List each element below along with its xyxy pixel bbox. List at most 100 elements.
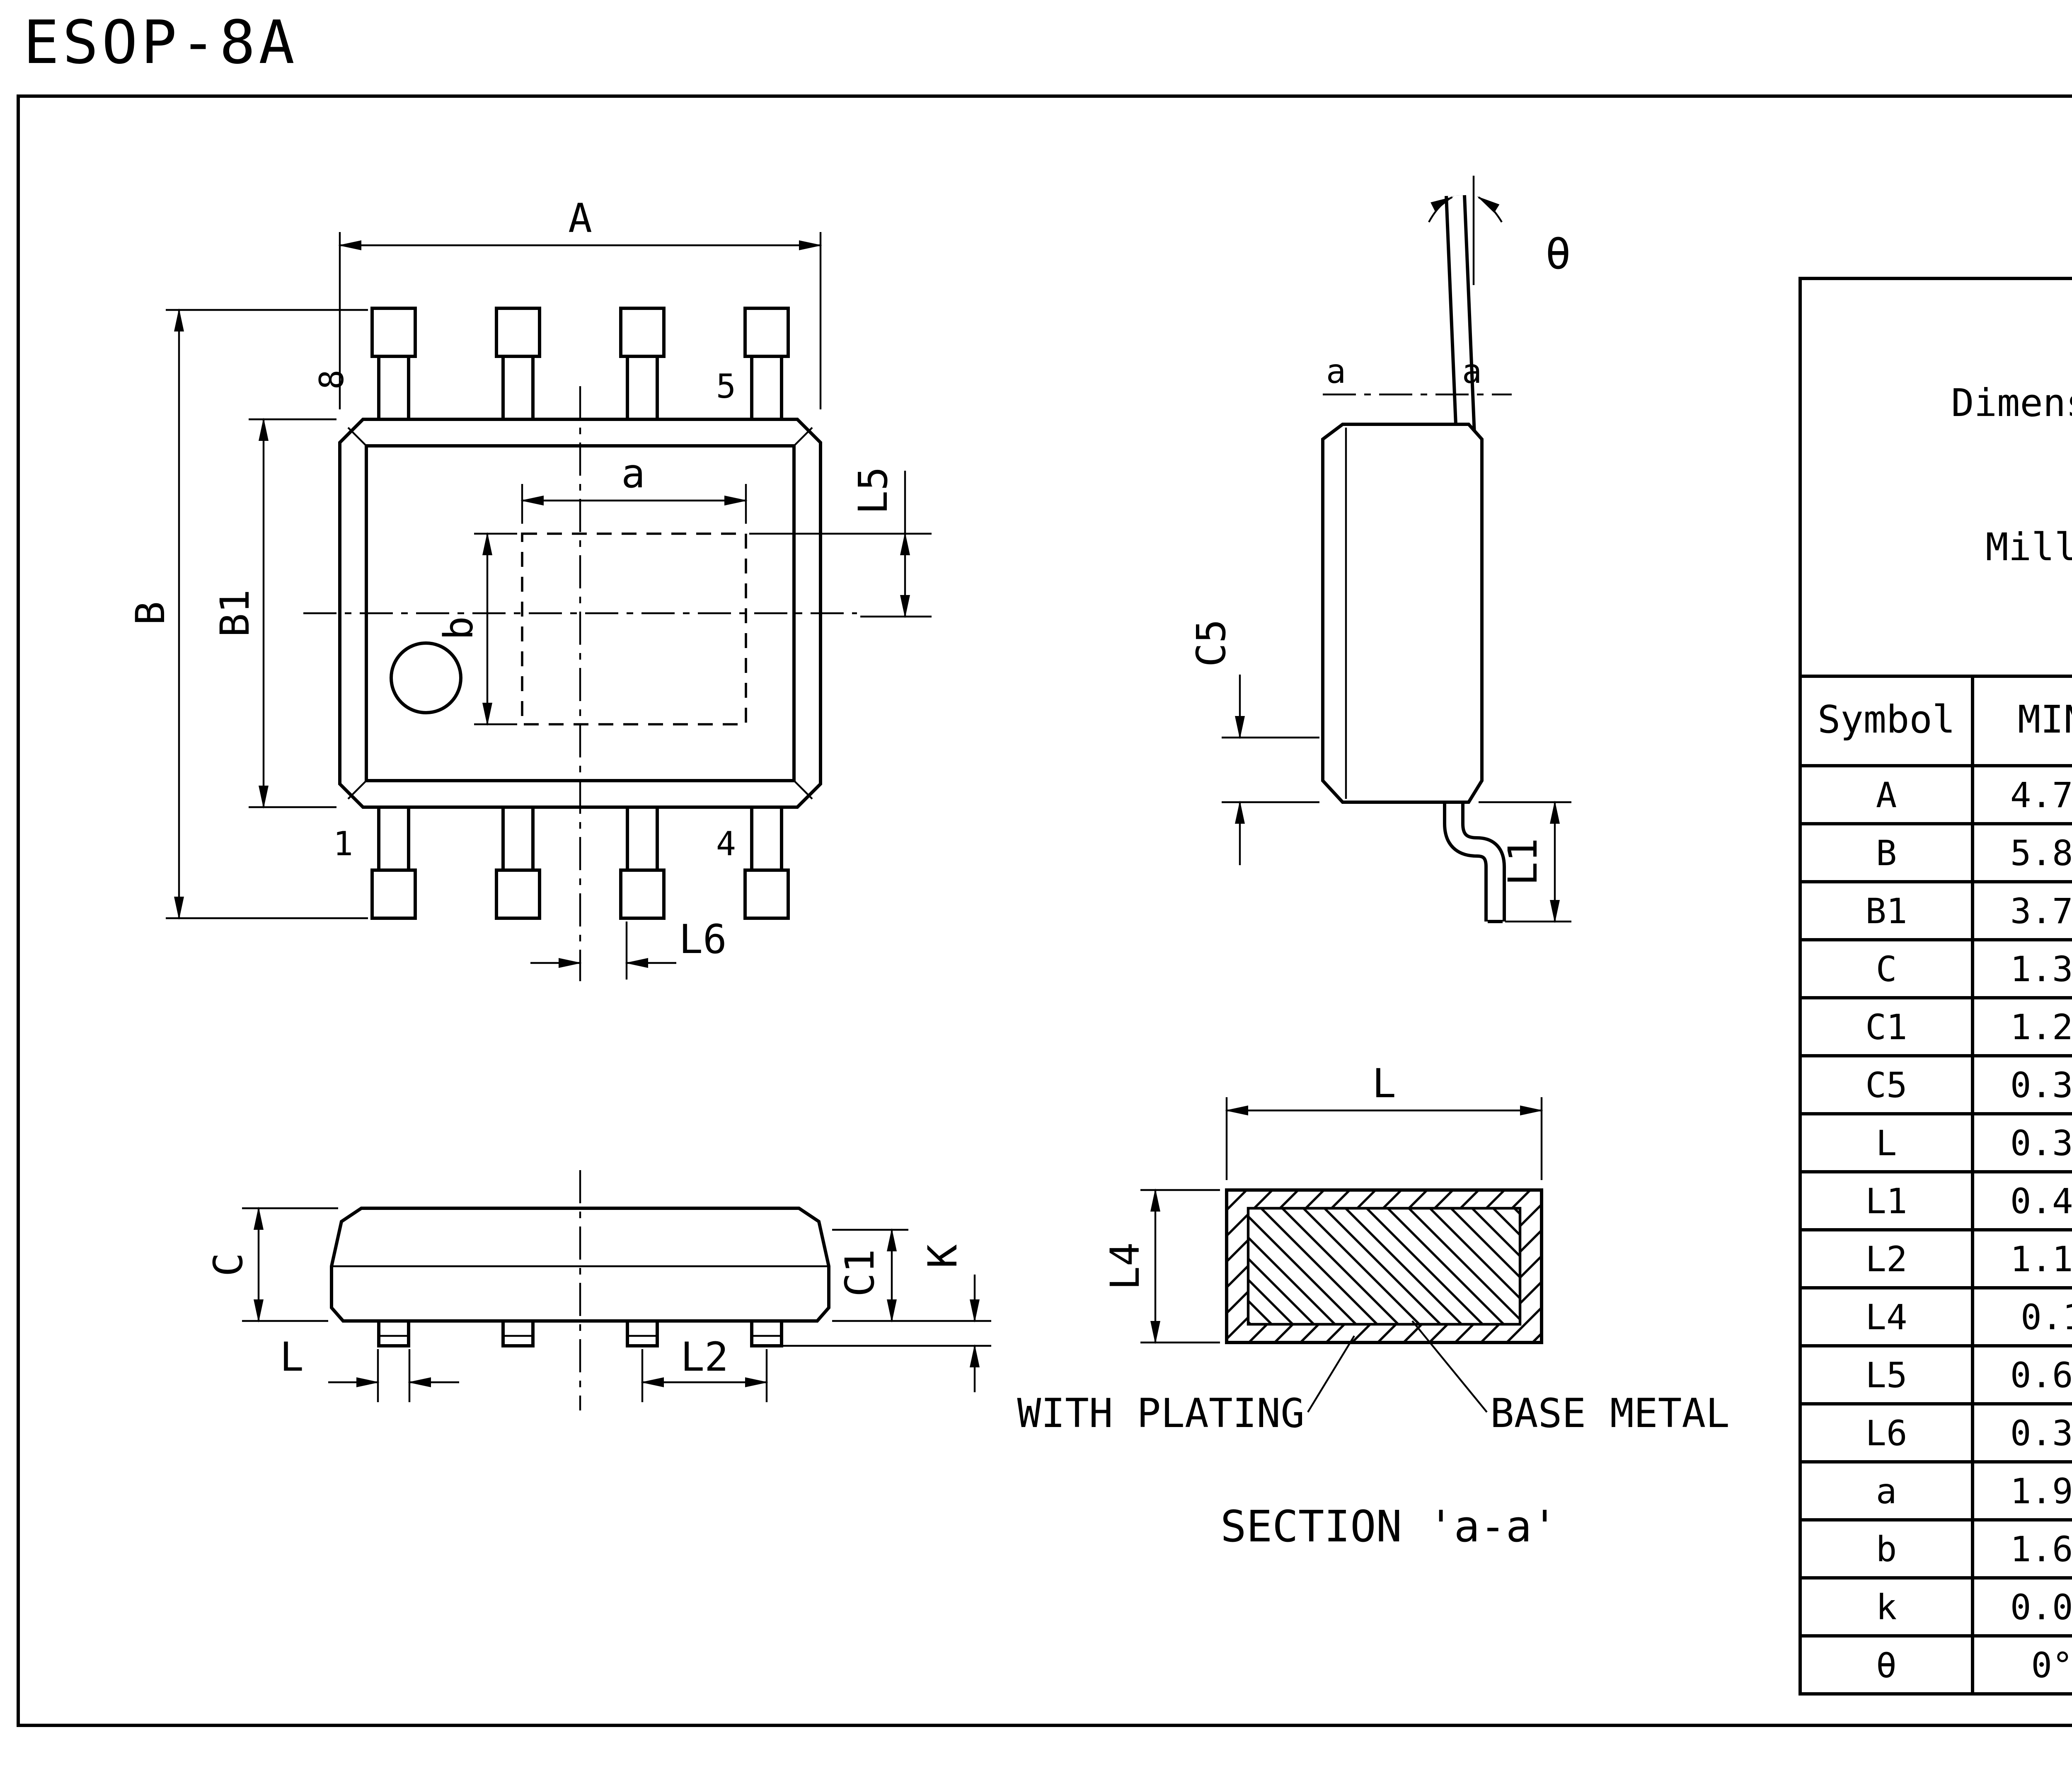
- dim-label-B: B: [127, 601, 174, 625]
- dimension-L1: L1: [1479, 801, 1571, 923]
- dim-label-L-front: L: [280, 1334, 304, 1380]
- page-title: ESOP-8A: [23, 10, 298, 78]
- dim-label-L6: L6: [679, 916, 727, 963]
- dimension-L5: L5: [749, 467, 932, 618]
- section-caption: SECTION 'a-a': [1220, 1501, 1558, 1552]
- dimension-pad-b: b: [436, 532, 517, 726]
- exposed-pad-outline: [521, 532, 747, 726]
- cell-min: 0.30: [1971, 1054, 2072, 1115]
- cell-symbol: θ: [1798, 1634, 1974, 1696]
- base-metal-leader: [1411, 1320, 1488, 1413]
- cell-min: 3.70: [1971, 880, 2072, 941]
- package-body-side-view: [1321, 423, 1484, 804]
- with-plating-leader: [1307, 1335, 1355, 1413]
- cell-symbol: k: [1798, 1576, 1974, 1638]
- dimensions-table: Dimensions In Millimeters Symbol MIN TYP…: [1798, 277, 2072, 1696]
- cell-symbol: A: [1798, 764, 1974, 825]
- cell-min: 0.61: [1971, 1344, 2072, 1405]
- dim-label-L1: L1: [1500, 838, 1546, 886]
- dim-label-L5: L5: [850, 467, 896, 515]
- cell-min: 4.70: [1971, 764, 2072, 825]
- table-row: b1.671.821.97: [1798, 1518, 2072, 1580]
- dim-label-C: C: [205, 1253, 252, 1277]
- package-body-front-view: [330, 1207, 830, 1323]
- pin1-indicator-circle: [390, 641, 462, 714]
- cell-min: 0.37: [1971, 1402, 2072, 1463]
- cell-symbol: L6: [1798, 1402, 1974, 1463]
- cell-symbol: b: [1798, 1518, 1974, 1580]
- cell-min: 1.67: [1971, 1518, 2072, 1580]
- dim-label-A: A: [568, 195, 592, 242]
- section-line-a-a: a a: [1323, 352, 1512, 396]
- section-mark-a-right: a: [1462, 352, 1482, 391]
- package-pins-bottom: [370, 804, 790, 920]
- table-row: L0.350.420.49: [1798, 1112, 2072, 1173]
- table-row: L50.610.710.81: [1798, 1344, 2072, 1405]
- cell-symbol: L: [1798, 1112, 1974, 1173]
- cell-symbol: C: [1798, 938, 1974, 999]
- dimension-C: C: [205, 1207, 338, 1323]
- table-row: C11.251.401.65: [1798, 996, 2072, 1057]
- dim-label-C1: C1: [837, 1249, 883, 1297]
- pin-number-1: 1: [333, 825, 353, 863]
- dimension-B1: B1: [212, 418, 336, 809]
- cell-min: 0.35: [1971, 1112, 2072, 1173]
- cell-min: 0.00: [1971, 1576, 2072, 1638]
- cell-min: 5.80: [1971, 822, 2072, 883]
- base-metal-label: BASE METAL: [1490, 1390, 1730, 1437]
- pin-number-4: 4: [716, 825, 736, 863]
- table-row: A4.704.905.10: [1798, 764, 2072, 825]
- table-row: θ0°–7°: [1798, 1634, 2072, 1696]
- base-metal-core: [1247, 1207, 1522, 1326]
- lead-top: [1445, 195, 1476, 435]
- lead-bottom: [1443, 796, 1506, 923]
- dimension-L6: L6: [530, 916, 727, 980]
- dim-label-L2: L2: [680, 1334, 729, 1380]
- cell-min: 0.40: [1971, 1170, 2072, 1231]
- dim-label-a: a: [621, 450, 645, 497]
- dimension-K: K: [782, 1244, 991, 1392]
- dimension-C1: C1: [832, 1228, 991, 1323]
- side-view-drawing: θ a a C5 L1: [1188, 176, 1571, 923]
- table-title-line2: Millimeters: [1985, 527, 2072, 570]
- front-view-drawing: C C1 K L: [205, 1170, 991, 1410]
- table-row: k0.00–0.15: [1798, 1576, 2072, 1638]
- package-pins-top: [370, 307, 790, 423]
- dimension-L2: L2: [641, 1334, 768, 1402]
- dim-label-L-section: L: [1372, 1060, 1396, 1107]
- cell-min: 1.35: [1971, 938, 2072, 999]
- table-row: L10.40–1.25: [1798, 1170, 2072, 1231]
- cell-symbol: C1: [1798, 996, 1974, 1057]
- top-view-drawing: 8 5 1 4 A B B1: [127, 195, 932, 981]
- pin-number-8: 8: [312, 370, 351, 389]
- table-title-line1: Dimensions In: [1951, 383, 2072, 426]
- cell-symbol: B1: [1798, 880, 1974, 941]
- cell-min: 0°: [1971, 1634, 2072, 1696]
- dimension-L-front: L: [280, 1334, 459, 1402]
- with-plating-label: WITH PLATING: [1017, 1390, 1305, 1437]
- cell-symbol: L1: [1798, 1170, 1974, 1231]
- cell-symbol: B: [1798, 822, 1974, 883]
- cell-symbol: C5: [1798, 1054, 1974, 1115]
- drawing-frame: [17, 94, 2072, 1727]
- table-header-row: Symbol MIN TYP MAX: [1798, 675, 2072, 767]
- dimension-C5: C5: [1188, 619, 1319, 865]
- table-row: C50.30–0.60: [1798, 1054, 2072, 1115]
- dimension-L4: L4: [1102, 1188, 1220, 1344]
- dimension-B: B: [127, 308, 368, 920]
- cell-symbol: L2: [1798, 1228, 1974, 1289]
- dimension-pad-a: a: [520, 450, 748, 524]
- col-header-symbol: Symbol: [1798, 675, 1974, 767]
- section-mark-a-left: a: [1326, 352, 1346, 391]
- pin-number-5: 5: [716, 367, 736, 406]
- cell-min: 1.17: [1971, 1228, 2072, 1289]
- table-row: B13.703.904.10: [1798, 880, 2072, 941]
- dimension-theta: θ: [1428, 176, 1571, 285]
- dim-label-C5: C5: [1188, 619, 1234, 667]
- dim-label-B1: B1: [212, 589, 258, 637]
- dim-label-b: b: [436, 616, 482, 640]
- table-row: L21.171.271.37: [1798, 1228, 2072, 1289]
- table-title-row: Dimensions In Millimeters: [1798, 277, 2072, 678]
